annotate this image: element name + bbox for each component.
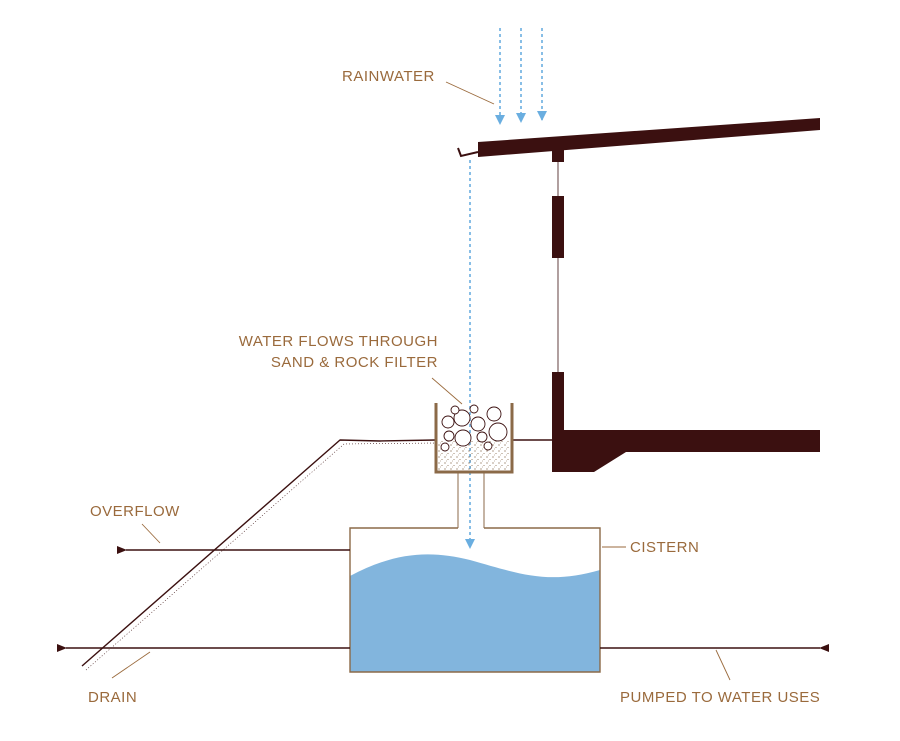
- foundation: [552, 372, 820, 472]
- wall-middle: [552, 196, 564, 258]
- rain-arrows: [465, 28, 547, 549]
- gutter: [457, 147, 479, 158]
- filter-box: [434, 403, 514, 474]
- pumped-label: PUMPED TO WATER USES: [620, 689, 820, 706]
- sand-layer: [438, 440, 510, 471]
- filter-leader: [431, 377, 463, 405]
- roof: [478, 118, 820, 157]
- drain-label: DRAIN: [88, 689, 137, 706]
- ground-line: [81, 439, 552, 667]
- filter-rocks: [440, 404, 508, 452]
- ground-texture: [85, 442, 437, 671]
- rainwater-label: RAINWATER: [342, 68, 435, 85]
- wall-top: [552, 148, 564, 162]
- filter-label-line2: SAND & ROCK FILTER: [271, 354, 438, 371]
- drain-leader: [111, 651, 151, 679]
- cistern-water: [350, 554, 600, 672]
- filter-label-line1: WATER FLOWS THROUGH: [239, 333, 438, 350]
- overflow-leader: [141, 523, 161, 544]
- overflow-label: OVERFLOW: [90, 503, 180, 520]
- cistern-tank: [349, 527, 601, 673]
- cistern-label: CISTERN: [630, 539, 699, 556]
- pumped-leader: [715, 649, 731, 681]
- rainwater-leader: [445, 81, 495, 105]
